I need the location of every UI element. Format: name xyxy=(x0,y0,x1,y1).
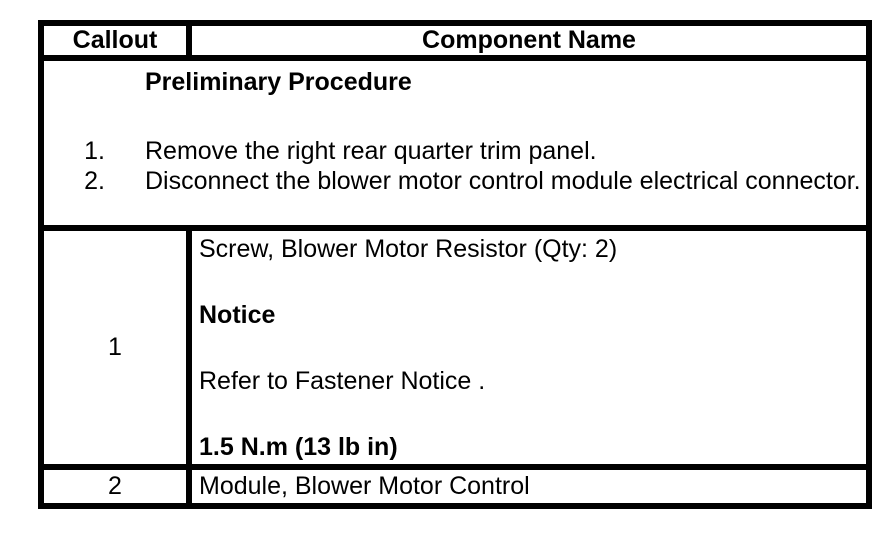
preliminary-steps-list: 1. Remove the right rear quarter trim pan… xyxy=(44,136,866,196)
component-row-2: 2 Module, Blower Motor Control xyxy=(38,464,872,509)
preliminary-step-2: 2. Disconnect the blower motor control mo… xyxy=(44,166,866,196)
component-cell-1: Screw, Blower Motor Resistor (Qty: 2) No… xyxy=(186,225,872,470)
component-cell-2: Module, Blower Motor Control xyxy=(186,464,872,509)
component-row-1: 1 Screw, Blower Motor Resistor (Qty: 2) … xyxy=(38,225,872,470)
fastener-notice-line: Refer to Fastener Notice . xyxy=(199,367,486,395)
step-number: 1. xyxy=(84,137,105,165)
component-line: Screw, Blower Motor Resistor (Qty: 2) xyxy=(199,235,618,263)
preliminary-procedure-title: Preliminary Procedure xyxy=(145,68,412,96)
callout-number-2: 2 xyxy=(38,464,192,509)
header-component-name: Component Name xyxy=(186,20,872,61)
callout-number-1: 1 xyxy=(38,225,192,470)
preliminary-procedure-row: Preliminary Procedure 1. Remove the right… xyxy=(38,55,872,231)
notice-heading: Notice xyxy=(199,301,276,329)
torque-spec-line: 1.5 N.m (13 lb in) xyxy=(199,433,398,461)
component-line: Module, Blower Motor Control xyxy=(199,472,530,500)
header-row: Callout Component Name xyxy=(38,20,872,61)
step-text: Remove the right rear quarter trim panel… xyxy=(145,137,597,165)
preliminary-step-1: 1. Remove the right rear quarter trim pan… xyxy=(44,136,866,166)
header-callout: Callout xyxy=(38,20,192,61)
component-callout-table: Callout Component Name Preliminary Proce… xyxy=(38,20,872,509)
step-text: Disconnect the blower motor control modu… xyxy=(145,167,861,195)
step-number: 2. xyxy=(84,167,105,195)
preliminary-procedure-cell: Preliminary Procedure 1. Remove the right… xyxy=(38,55,872,231)
